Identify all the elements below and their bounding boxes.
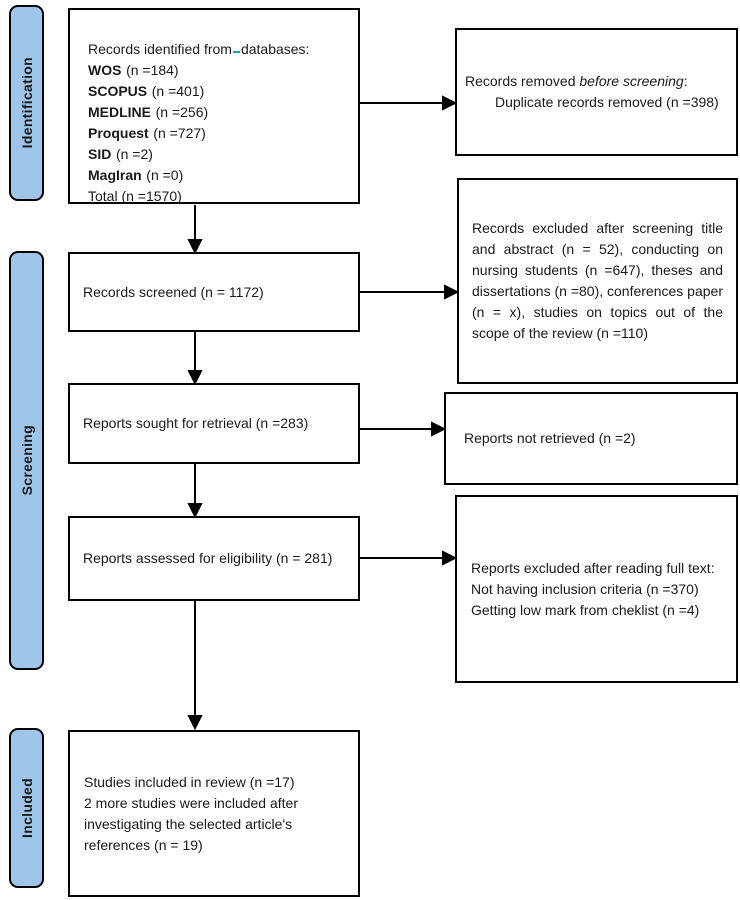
box-records-excluded-screening: Records excluded after screening title a… [457, 178, 738, 384]
arrow-screened-to-sought [187, 332, 203, 386]
stage-label-included: Included [9, 728, 44, 888]
box-records-removed-before-screening: Records removed before screening: Duplic… [455, 28, 738, 156]
arrow-assessed-to-included [187, 601, 203, 731]
box-records-screened: Records screened (n = 1172) [68, 252, 360, 332]
excluded-screening-text: Records excluded after screening title a… [472, 220, 723, 341]
included-text: Studies included in review (n =17) 2 mor… [84, 773, 298, 853]
arrow-identified-to-removed [360, 95, 458, 111]
teal-underline-mark [232, 51, 240, 53]
sought-text: Reports sought for retrieval (n =283) [83, 415, 309, 431]
removed-intro-line: Records removed before screening: [465, 73, 688, 89]
screened-text: Records screened (n = 1172) [83, 283, 264, 300]
source-line: MagIran(n =0) [88, 167, 184, 183]
arrow-sought-to-notretrieved [360, 421, 447, 437]
arrow-assessed-to-excludedfulltext [360, 550, 458, 566]
total-line: Total (n =1570) [88, 188, 182, 204]
assessed-text: Reports assessed for eligibility (n = 28… [83, 550, 333, 566]
excluded-fulltext-text: Reports excluded after reading full text… [471, 559, 715, 618]
stage-label-text: Included [18, 778, 35, 838]
box-reports-not-retrieved: Reports not retrieved (n =2) [444, 392, 738, 485]
stage-label-screening: Screening [9, 251, 44, 670]
box-studies-included: Studies included in review (n =17) 2 mor… [68, 730, 360, 897]
stage-label-identification: Identification [9, 5, 44, 201]
stage-label-text: Identification [18, 57, 35, 149]
source-line: WOS(n =184) [88, 62, 179, 78]
not-retrieved-text: Reports not retrieved (n =2) [464, 430, 636, 446]
box-reports-sought: Reports sought for retrieval (n =283) [68, 383, 360, 464]
removed-detail-line: Duplicate records removed (n =398) [495, 94, 719, 110]
source-line: Proquest(n =727) [88, 125, 206, 141]
source-line: MEDLINE(n =256) [88, 104, 209, 120]
arrow-sought-to-assessed [187, 464, 203, 519]
source-line: SID(n =2) [88, 146, 153, 162]
arrow-identified-to-screened [187, 205, 203, 255]
arrow-screened-to-excluded [360, 284, 460, 300]
box-reports-assessed: Reports assessed for eligibility (n = 28… [68, 516, 360, 601]
stage-label-text: Screening [18, 425, 35, 496]
box-reports-excluded-fulltext: Reports excluded after reading full text… [455, 495, 738, 683]
source-line: SCOPUS(n =401) [88, 83, 205, 99]
